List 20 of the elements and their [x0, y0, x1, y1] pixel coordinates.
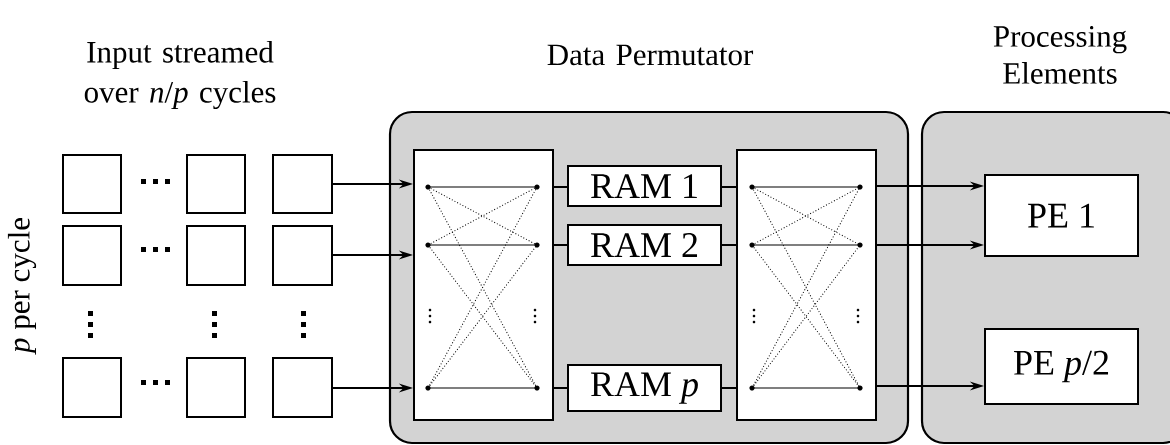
- pe-box: PE p/2: [984, 328, 1139, 405]
- input-square: [272, 154, 333, 214]
- input-square: [272, 357, 333, 418]
- input-square: [186, 154, 246, 214]
- switch-box: [413, 149, 554, 421]
- ram-box: RAM 2: [567, 224, 722, 266]
- ram-box: RAM 1: [567, 165, 722, 207]
- input-square: [186, 225, 246, 286]
- panel-title: Processing Elements: [993, 26, 1127, 84]
- pe-box: PE 1: [984, 174, 1139, 257]
- caption-text: Input streamed over n/p cycles: [84, 40, 276, 110]
- input-square: [62, 225, 122, 286]
- axis-label: p per cycle: [7, 218, 37, 355]
- ram-box: RAM p: [567, 364, 722, 412]
- input-square: [62, 357, 122, 418]
- panel-title: Data Permutator: [547, 44, 754, 66]
- switch-box: [736, 149, 877, 421]
- input-square: [272, 225, 333, 286]
- input-square: [186, 357, 246, 418]
- input-square: [62, 154, 122, 214]
